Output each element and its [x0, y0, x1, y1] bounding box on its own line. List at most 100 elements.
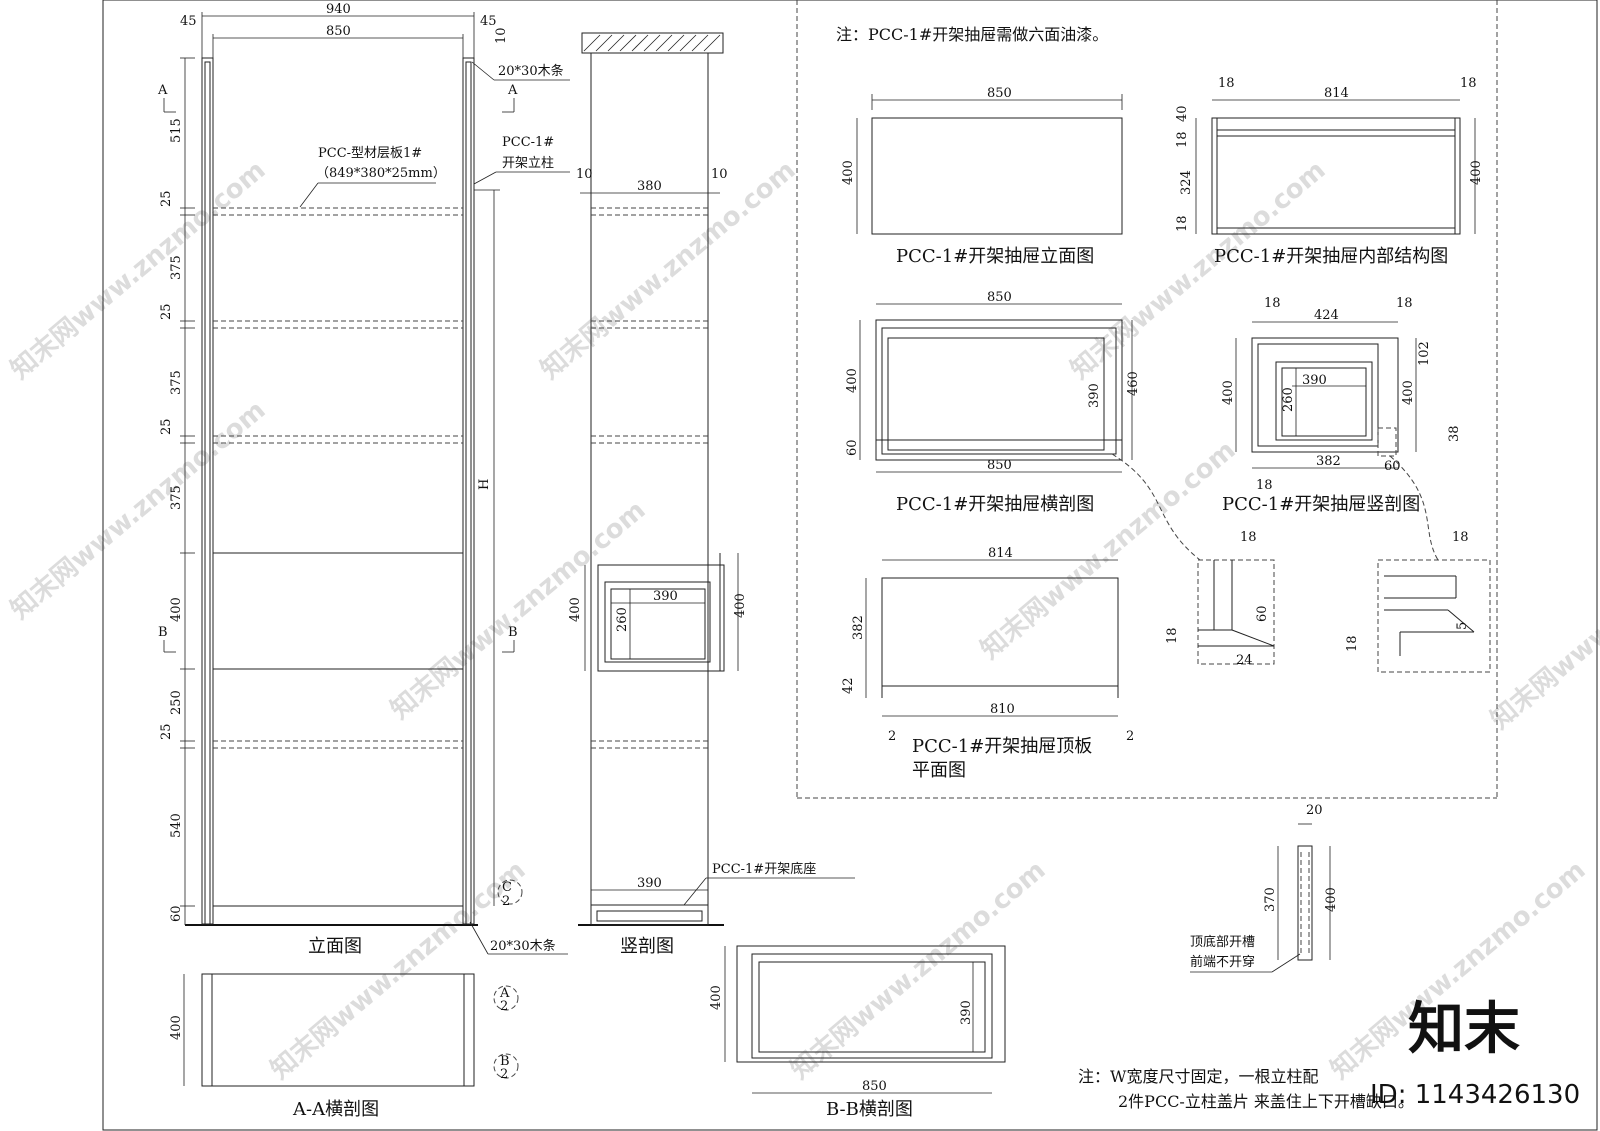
sheet-border — [102, 0, 1598, 1131]
dim-text: 400 — [1324, 887, 1339, 912]
dim-text: 390 — [653, 589, 678, 604]
brand-id: ID: 1143426130 — [1370, 1080, 1580, 1110]
dim-text: 24 — [1236, 653, 1253, 668]
view-title-drawer-top: PCC-1#开架抽屉顶板 — [912, 736, 1092, 757]
watermark: 知末网www.znzmo.com — [5, 155, 271, 385]
dim-text: 260 — [1281, 387, 1296, 412]
drawer-cross-section-view: 850 850 400 60 390 460 PCC-1#开架抽屉横剖图 — [845, 290, 1141, 515]
bb-section-view: 400 390 850 B-B横剖图 — [709, 945, 1006, 1120]
dim-text: 400 — [1401, 380, 1416, 405]
note-bottom: 注：W宽度尺寸固定，一根立柱配 — [1078, 1067, 1318, 1086]
view-title-drawer-elevation: PCC-1#开架抽屉立面图 — [896, 246, 1094, 267]
dim-text: 375 — [169, 255, 184, 280]
dim-text: 40 — [1175, 105, 1190, 122]
view-title-elevation: 立面图 — [308, 936, 362, 957]
joint-detail-1: 18 60 18 24 — [1165, 530, 1275, 668]
detail-callout-box — [1377, 427, 1397, 457]
drawer-elevation-view: 850 400 PCC-1#开架抽屉立面图 — [841, 86, 1123, 267]
callout-shelf-size: （849*380*25mm） — [316, 166, 446, 181]
dim-text: 375 — [169, 485, 184, 510]
view-title-vertical-section: 竖剖图 — [620, 936, 674, 957]
dim-text: 18 — [1256, 478, 1273, 493]
dim-text: 850 — [862, 1079, 887, 1094]
dim-text: 400 — [845, 368, 860, 393]
dim-text: 18 — [1240, 530, 1257, 545]
detail-marker-label: B — [500, 1054, 510, 1069]
dim-text: 850 — [326, 24, 351, 39]
dim-text: 850 — [987, 458, 1012, 473]
callout-shelf-board: PCC-型材层板1# — [318, 146, 422, 161]
detail-marker-label: A — [499, 986, 510, 1001]
dim-text: 810 — [990, 702, 1015, 717]
watermark: 知末网www.znzmo.com — [975, 435, 1241, 665]
dim-text: 380 — [637, 179, 662, 194]
watermark: 知末网www.znzmo.com — [1485, 505, 1600, 735]
dim-text: 540 — [169, 813, 184, 838]
callout-post: 开架立柱 — [502, 156, 554, 171]
dim-text: 814 — [1324, 86, 1349, 101]
dim-text: 400 — [169, 597, 184, 622]
dim-text: 250 — [169, 690, 184, 715]
dim-text: 424 — [1314, 308, 1339, 323]
dim-text: 390 — [1302, 373, 1327, 388]
dim-text: 260 — [615, 607, 630, 632]
callout-base: PCC-1#开架底座 — [712, 861, 816, 877]
dim-text: 45 — [180, 14, 197, 29]
brand-logo: 知末 — [1408, 997, 1520, 1062]
dim-text: 370 — [1263, 887, 1278, 912]
dim-text: 515 — [169, 118, 184, 143]
dim-text: 18 — [1175, 215, 1190, 232]
dim-text: 400 — [733, 593, 748, 618]
dim-text: 60 — [1255, 605, 1270, 622]
watermark: 知末网www.znzmo.com — [1065, 155, 1331, 385]
dim-text: 18 — [1264, 296, 1281, 311]
dim-text: 850 — [987, 290, 1012, 305]
dim-text: 850 — [987, 86, 1012, 101]
dim-text: 400 — [1221, 380, 1236, 405]
section-drawer: 400 400 390 260 — [568, 553, 748, 672]
dim-text: 18 — [1396, 296, 1413, 311]
dim-text: 60 — [1384, 459, 1401, 474]
detail-leader-lines — [1111, 453, 1439, 561]
view-title-aa-section: A-A横剖图 — [292, 1099, 379, 1120]
section-shelves — [591, 207, 708, 749]
dim-text: 18 — [1165, 627, 1180, 644]
dim-text: 400 — [841, 160, 856, 185]
dim-text: 102 — [1417, 341, 1432, 366]
height-label: H — [477, 479, 492, 490]
watermark: 知末网www.znzmo.com — [535, 155, 801, 385]
section-mark-a: A — [507, 83, 518, 98]
dim-text: 390 — [637, 876, 662, 891]
dim-text: 324 — [1179, 170, 1194, 195]
dim-text: 2 — [888, 729, 896, 744]
dim-text: 10 — [576, 167, 593, 182]
dim-text: 10 — [494, 27, 509, 44]
note-bottom: 2件PCC-立柱盖片 来盖住上下开槽缺口。 — [1118, 1092, 1414, 1111]
dim-text: 25 — [159, 190, 174, 207]
dim-text: 60 — [845, 439, 860, 456]
callout-wood-strip: 20*30木条 — [490, 938, 556, 954]
dim-text: 390 — [959, 1000, 974, 1025]
dim-text: 400 — [709, 985, 724, 1010]
callout-post: PCC-1# — [502, 135, 554, 150]
detail-marker-label: C — [502, 880, 512, 895]
dim-text: 25 — [159, 303, 174, 320]
joint-detail-2: 18 5 18 — [1345, 530, 1491, 673]
dim-text: 400 — [1469, 160, 1484, 185]
dim-text: 382 — [851, 615, 866, 640]
view-title-drawer-cross: PCC-1#开架抽屉横剖图 — [896, 494, 1094, 515]
drawer-top-plan-view: 814 382 42 810 2 2 PCC-1#开架抽屉顶板 平面图 — [841, 546, 1134, 781]
section-mark-a: A — [157, 83, 168, 98]
callout-wood-strip: 20*30木条 — [498, 63, 564, 79]
dim-text: 18 — [1460, 76, 1477, 91]
dim-text: 18 — [1175, 131, 1190, 148]
detail-marker-c — [497, 879, 523, 905]
dim-text: 38 — [1447, 425, 1462, 442]
vertical-section-view: 380 10 10 400 400 390 260 — [568, 32, 855, 957]
detail-marker-label: 2 — [500, 1067, 508, 1082]
dim-text: 5 — [1455, 622, 1470, 630]
watermark: 知末网www.znzmo.com — [5, 395, 271, 625]
dim-text: 460 — [1126, 371, 1141, 396]
detail-marker-label: 2 — [500, 999, 508, 1014]
